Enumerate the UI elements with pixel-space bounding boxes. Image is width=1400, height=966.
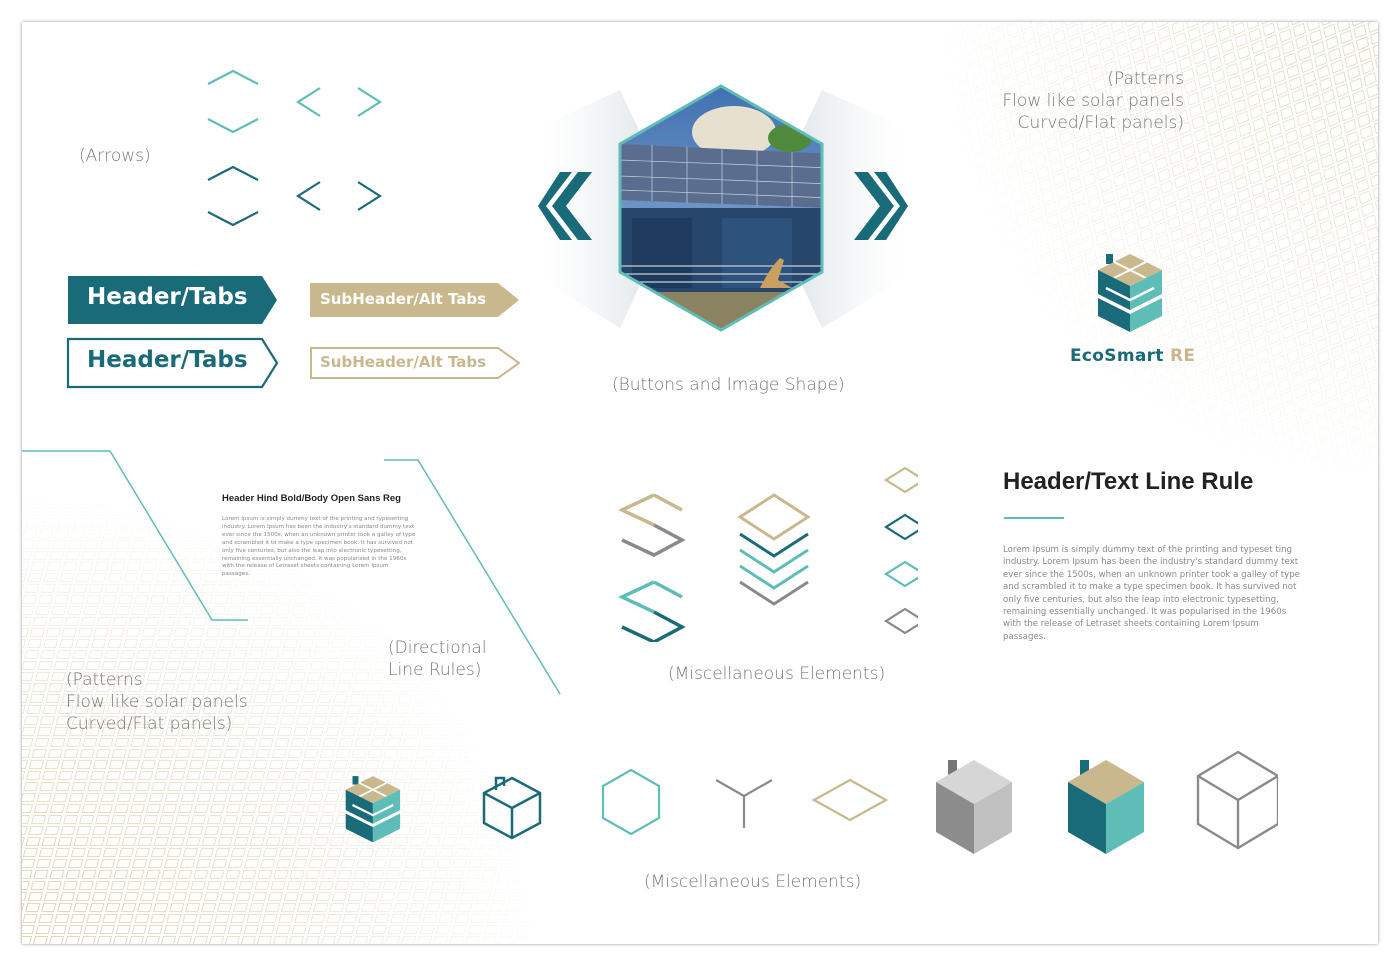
small-sample-body: Lorem Ipsum is simply dummy text of the … bbox=[222, 516, 416, 578]
y-junction-icon bbox=[715, 779, 773, 828]
caption-line: (Patterns bbox=[1107, 69, 1184, 89]
diamond-outline-icon bbox=[883, 607, 918, 635]
tab-shapes bbox=[66, 276, 521, 389]
caption-line: Curved/Flat panels) bbox=[1017, 113, 1184, 133]
chevron-left-icon bbox=[295, 181, 321, 211]
chevron-down-icon bbox=[207, 211, 259, 227]
brand-eco: EcoSmart bbox=[1070, 346, 1164, 366]
ecosmart-logo-icon bbox=[345, 776, 401, 843]
caption-line: Line Rules) bbox=[388, 660, 482, 680]
double-chevron-left-icon[interactable] bbox=[538, 168, 598, 248]
chevron-up-icon bbox=[207, 165, 259, 181]
gray-house-cube-icon bbox=[936, 760, 1012, 854]
chevron-down-icon bbox=[207, 118, 259, 134]
caption-line: (Directional bbox=[388, 638, 487, 658]
chevron-up-icon bbox=[207, 69, 259, 85]
subheader-tab-filled[interactable]: SubHeader/Alt Tabs bbox=[320, 290, 487, 308]
brand-re: RE bbox=[1169, 346, 1196, 366]
large-sample-body: Lorem Ipsum is simply dummy text of the … bbox=[1003, 545, 1300, 642]
header-tab-filled[interactable]: Header/Tabs bbox=[87, 284, 248, 310]
misc-elements-bottom-caption: (Miscellaneous Elements) bbox=[644, 872, 862, 892]
style-guide-sheet: (Arrows) Header/Tabs Header/Tabs SubHead… bbox=[22, 22, 1378, 944]
directional-line-rules bbox=[22, 450, 561, 695]
caption-line: Curved/Flat panels) bbox=[66, 714, 233, 734]
hexagon-outline-icon bbox=[601, 768, 661, 836]
subheader-tab-outline[interactable]: SubHeader/Alt Tabs bbox=[320, 353, 487, 371]
diamond-outline-icon bbox=[883, 513, 918, 541]
s-shape-gold-gray bbox=[618, 493, 686, 557]
buttons-image-shape-caption: (Buttons and Image Shape) bbox=[612, 375, 845, 395]
hexagon-image-frame bbox=[542, 84, 902, 332]
house-cube-outline-icon bbox=[482, 776, 542, 840]
diamond-outline-icon bbox=[883, 466, 918, 494]
header-tab-outline[interactable]: Header/Tabs bbox=[87, 347, 248, 373]
misc-elements-mid-caption: (Miscellaneous Elements) bbox=[668, 664, 886, 684]
caption-line: Flow like solar panels bbox=[1002, 91, 1184, 111]
ecosmart-wordmark: EcoSmart RE bbox=[1070, 346, 1195, 366]
caption-line: (Patterns bbox=[66, 670, 143, 690]
double-chevron-right-icon[interactable] bbox=[848, 168, 908, 248]
caption-line: Flow like solar panels bbox=[66, 692, 248, 712]
cube-outline-icon bbox=[1196, 750, 1278, 850]
large-sample-header: Header/Text Line Rule bbox=[1003, 468, 1254, 495]
text-line-rule bbox=[1004, 517, 1064, 519]
diamond-outline-icon bbox=[883, 560, 918, 588]
solar-panel-pattern bbox=[22, 22, 1378, 944]
diamond-outline-icon bbox=[811, 778, 889, 822]
misc-elements-mid bbox=[618, 466, 918, 642]
misc-elements-row bbox=[345, 750, 1278, 854]
ecosmart-logo-icon bbox=[1098, 254, 1162, 332]
s-shape-teal bbox=[618, 580, 686, 642]
chevron-right-icon bbox=[357, 181, 383, 211]
directional-line-rules-caption: (Directional Line Rules) bbox=[388, 637, 487, 681]
chevron-right-icon bbox=[357, 87, 383, 117]
chevron-left-icon bbox=[295, 87, 321, 117]
color-house-cube-icon bbox=[1068, 760, 1144, 854]
arrow-set bbox=[207, 69, 383, 227]
patterns-bottom-caption: (Patterns Flow like solar panels Curved/… bbox=[66, 669, 248, 735]
patterns-top-caption: (Patterns Flow like solar panels Curved/… bbox=[982, 68, 1184, 134]
small-sample-header: Header Hind Bold/Body Open Sans Reg bbox=[222, 493, 401, 504]
arrows-caption: (Arrows) bbox=[79, 146, 151, 166]
